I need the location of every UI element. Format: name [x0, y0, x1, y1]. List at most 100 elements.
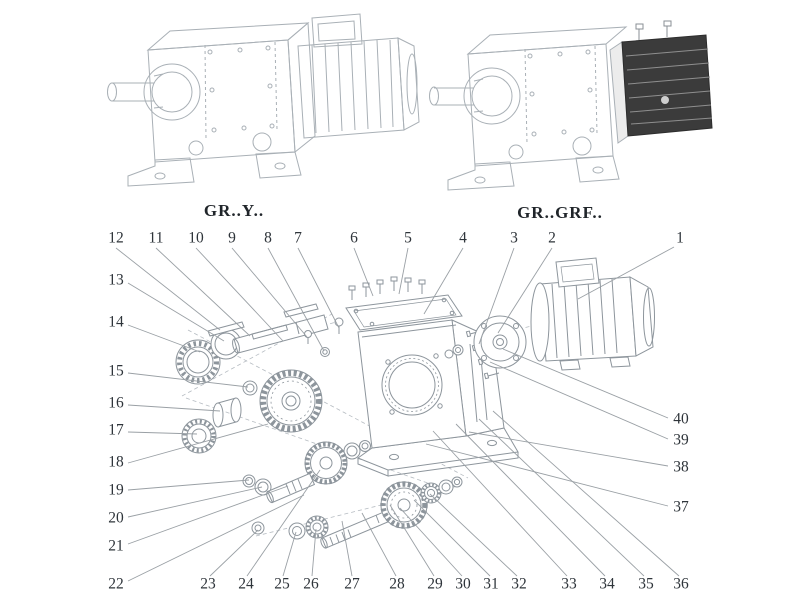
leader-line-4	[423, 247, 464, 315]
part-eyebolt	[334, 317, 344, 334]
part-callout-13: 13	[108, 272, 124, 289]
part-callout-7: 7	[294, 230, 302, 247]
part-callout-14: 14	[108, 314, 124, 331]
part-washers-small	[343, 440, 371, 460]
leader-line-37	[425, 443, 669, 507]
machine-gr-y-illustration	[107, 13, 420, 187]
part-callout-26: 26	[303, 576, 319, 593]
part-callout-32: 32	[511, 576, 527, 593]
part-washer-15	[242, 380, 258, 396]
part-breather	[304, 330, 312, 344]
part-callout-21: 21	[108, 538, 124, 555]
part-callout-9: 9	[228, 230, 236, 247]
part-callout-16: 16	[108, 395, 124, 412]
part-callout-38: 38	[673, 459, 689, 476]
leader-line-40	[502, 348, 669, 419]
leader-line-19	[127, 479, 250, 491]
part-callout-1: 1	[676, 230, 684, 247]
leader-line-9	[231, 247, 308, 338]
leader-line-21	[127, 485, 289, 545]
leader-line-14	[127, 324, 201, 353]
leader-line-39	[489, 361, 669, 440]
part-motor	[530, 257, 655, 371]
leader-line-27	[341, 520, 353, 577]
part-callout-36: 36	[673, 576, 689, 593]
part-gear-large	[259, 369, 323, 433]
part-callout-27: 27	[344, 576, 360, 593]
leader-line-36	[492, 410, 680, 577]
leader-line-26	[311, 528, 317, 577]
leader-line-11	[155, 247, 251, 337]
leader-line-7	[297, 247, 340, 329]
part-callout-24: 24	[238, 576, 254, 593]
machine-gr-grf-illustration	[429, 20, 713, 191]
leader-line-34	[455, 423, 606, 577]
part-callout-12: 12	[108, 230, 124, 247]
part-callout-40: 40	[673, 411, 689, 428]
part-coupling-rings	[444, 344, 464, 359]
part-callout-15: 15	[108, 363, 124, 380]
part-callout-28: 28	[389, 576, 405, 593]
part-callout-2: 2	[548, 230, 556, 247]
part-callout-39: 39	[673, 432, 689, 449]
part-input-shaft	[232, 314, 329, 354]
leader-line-2	[497, 247, 553, 334]
part-plug	[320, 347, 330, 357]
part-oil-seal	[175, 339, 221, 385]
housing-cover-plate	[345, 294, 463, 331]
leader-line-1	[577, 246, 675, 300]
leader-line-22	[127, 494, 305, 582]
part-callout-25: 25	[274, 576, 290, 593]
part-callout-19: 19	[108, 482, 124, 499]
leader-line-32	[429, 493, 518, 577]
part-motor-flange	[473, 315, 527, 369]
part-keys	[207, 303, 319, 337]
leader-line-10	[195, 247, 284, 342]
part-callout-35: 35	[638, 576, 654, 593]
cover-bolts	[348, 276, 426, 300]
leader-line-5	[398, 247, 409, 295]
part-callout-18: 18	[108, 454, 124, 471]
part-callout-31: 31	[483, 576, 499, 593]
part-callout-20: 20	[108, 510, 124, 527]
leader-line-15	[127, 372, 249, 388]
part-washer-25	[288, 522, 306, 540]
part-callout-6: 6	[350, 230, 358, 247]
leader-line-35	[478, 418, 645, 577]
part-callout-8: 8	[264, 230, 272, 247]
part-callout-5: 5	[404, 230, 412, 247]
part-spacer-sleeve	[212, 397, 242, 428]
leader-line-33	[432, 430, 568, 577]
part-callout-29: 29	[427, 576, 443, 593]
part-bearing-17	[181, 418, 217, 454]
leader-line-30	[399, 507, 463, 577]
part-callout-11: 11	[149, 230, 164, 247]
part-bearing-31	[420, 476, 463, 504]
leader-line-13	[127, 282, 225, 342]
model-label-gr-grf: GR..GRF..	[517, 203, 603, 222]
leader-line-28	[361, 512, 397, 577]
part-pinion-shaft	[266, 472, 316, 504]
leader-line-20	[127, 486, 263, 518]
exploded-view-drawing	[175, 257, 655, 549]
leader-line-6	[353, 247, 374, 297]
part-bearing-26	[305, 515, 329, 539]
leader-line-23	[209, 529, 259, 577]
leader-line-38	[468, 431, 669, 467]
leader-line-18	[127, 423, 269, 464]
leader-line-16	[127, 404, 221, 412]
leader-line-12	[115, 247, 221, 331]
part-callout-4: 4	[459, 230, 467, 247]
leader-line-25	[282, 531, 297, 577]
part-gear-output	[380, 481, 428, 529]
leader-line-24	[246, 469, 321, 577]
part-callout-34: 34	[599, 576, 615, 593]
model-label-gr-y: GR..Y..	[203, 201, 265, 220]
leader-line-29	[389, 504, 435, 577]
part-callout-33: 33	[561, 576, 577, 593]
leader-line-3	[478, 247, 515, 345]
leader-line-17	[127, 431, 198, 435]
